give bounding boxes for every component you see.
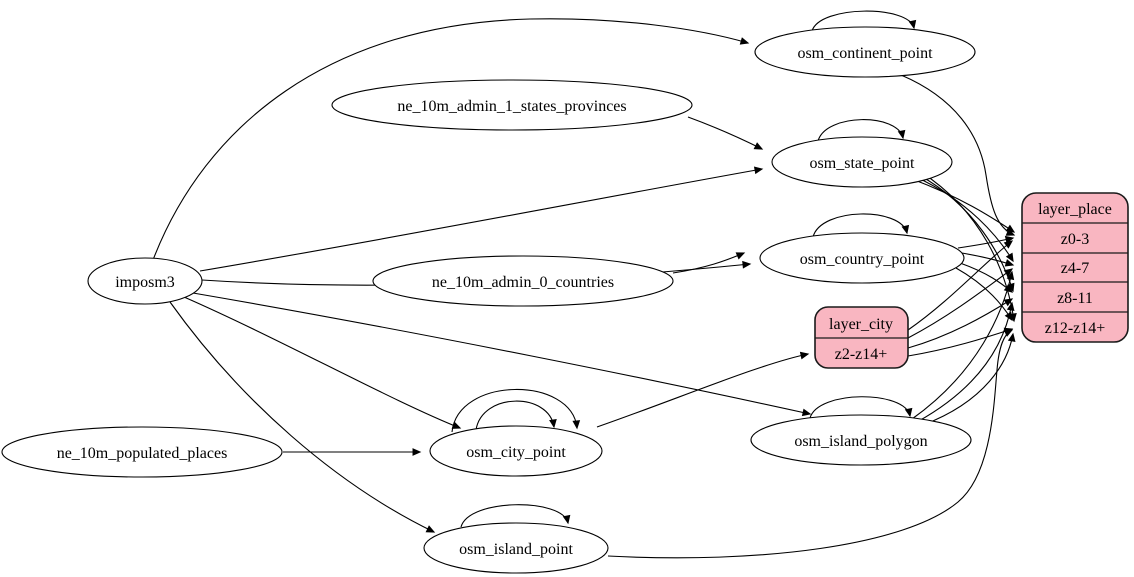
node-label-ne_10m_admin_0_countries: ne_10m_admin_0_countries xyxy=(432,274,614,291)
edge-osm_state_point-z4-7 xyxy=(915,176,1014,263)
self-loop-osm_state_point xyxy=(817,119,906,142)
self-loop-osm_country_point xyxy=(812,213,910,238)
node-ellipse-osm_country_point xyxy=(759,232,965,284)
self-loop-osm_city_point-outer xyxy=(451,389,581,433)
edge-layer_city-z8-11 xyxy=(907,298,1014,349)
edge-layer_city-z0-3 xyxy=(907,240,1014,331)
self-loop-osm_island_polygon xyxy=(809,396,913,419)
edge-imposm3-osm_island_polygon xyxy=(192,292,812,417)
edge-osm_country_point-z0-3 xyxy=(957,235,1015,249)
record-row-layer_city-z2-z14: z2-z14+ xyxy=(835,346,888,363)
node-label-osm_island_point: osm_island_point xyxy=(459,541,573,558)
edge-osm_island_polygon-z4-7 xyxy=(911,270,1015,420)
node-ne_10m_admin_1_states_provinces: ne_10m_admin_1_states_provinces xyxy=(331,79,693,131)
node-label-imposm3: imposm3 xyxy=(115,274,175,291)
node-imposm3: imposm3 xyxy=(87,257,203,305)
record-title-layer_place: layer_place xyxy=(1038,201,1112,218)
edge-osm_state_point-z0-3 xyxy=(911,178,1016,233)
edge-osm_city_point-layer_city xyxy=(596,351,810,428)
edge-ne_10m_admin_1_states_provinces-osm_state_point xyxy=(687,116,764,150)
node-label-osm_city_point: osm_city_point xyxy=(466,444,566,461)
node-ellipse-ne_10m_admin_0_countries xyxy=(372,255,674,307)
self-loop-osm_continent_point xyxy=(811,10,917,32)
edge-imposm3-osm_island_point xyxy=(169,301,436,533)
node-ellipse-osm_state_point xyxy=(771,136,953,188)
self-loop-osm_city_point-inner xyxy=(475,400,557,431)
record-row-layer_place-z12-z14: z12-z14+ xyxy=(1045,320,1106,337)
record-row-layer_place-z4-7: z4-7 xyxy=(1061,260,1089,277)
node-label-ne_10m_populated_places: ne_10m_populated_places xyxy=(57,445,228,462)
edge-imposm3-osm_city_point xyxy=(183,296,462,429)
record-layer_city: layer_city z2-z14+ xyxy=(814,306,909,369)
node-label-osm_continent_point: osm_continent_point xyxy=(797,45,933,62)
self-loop-osm_island_point xyxy=(460,504,571,528)
node-osm_city_point: osm_city_point xyxy=(429,425,603,477)
edge-imposm3-osm_state_point xyxy=(199,166,764,272)
node-ellipse-imposm3 xyxy=(87,257,203,305)
node-ellipse-ne_10m_populated_places xyxy=(1,426,283,478)
record-row-layer_place-z8-11: z8-11 xyxy=(1057,290,1093,307)
record-row-layer_place-z0-3: z0-3 xyxy=(1061,231,1089,248)
node-ellipse-osm_city_point xyxy=(429,425,603,477)
edge-imposm3-osm_continent_point xyxy=(152,18,750,261)
edge-osm_country_point-z4-7 xyxy=(961,252,1015,267)
edge-layer_city-z4-7 xyxy=(907,268,1014,339)
record-box-layer_place xyxy=(1021,192,1129,343)
node-ellipse-osm_island_point xyxy=(423,522,609,574)
edge-ne_10m_admin_0_countries-osm_country_point xyxy=(672,252,746,274)
node-ne_10m_populated_places: ne_10m_populated_places xyxy=(1,426,283,478)
edge-osm_country_point-z8-11 xyxy=(959,262,1014,293)
node-label-osm_island_polygon: osm_island_polygon xyxy=(794,433,927,450)
node-ne_10m_admin_0_countries: ne_10m_admin_0_countries xyxy=(372,255,674,307)
node-ellipse-osm_continent_point xyxy=(754,26,976,78)
node-ellipse-ne_10m_admin_1_states_provinces xyxy=(331,79,693,131)
node-ellipse-osm_island_polygon xyxy=(750,414,972,466)
edge-osm_island_polygon-z8-11 xyxy=(916,301,1015,423)
node-osm_island_polygon: osm_island_polygon xyxy=(750,414,972,466)
node-osm_continent_point: osm_continent_point xyxy=(754,26,976,78)
node-label-ne_10m_admin_1_states_provinces: ne_10m_admin_1_states_provinces xyxy=(397,98,626,115)
record-layer_place: layer_place z0-3 z4-7 z8-11 z12-z14+ xyxy=(1021,192,1129,343)
node-osm_island_point: osm_island_point xyxy=(423,522,609,574)
edge-layer_city-z12-z14 xyxy=(907,327,1014,357)
node-osm_country_point: osm_country_point xyxy=(759,232,965,284)
node-label-osm_country_point: osm_country_point xyxy=(800,251,925,268)
node-label-osm_state_point: osm_state_point xyxy=(810,155,915,172)
node-osm_state_point: osm_state_point xyxy=(771,136,953,188)
edge-osm_island_polygon-z12-z14 xyxy=(922,332,1016,426)
edge-osm_island_point-z12-z14 xyxy=(607,329,1014,559)
edges-group xyxy=(152,10,1017,559)
record-title-layer_city: layer_city xyxy=(829,316,893,333)
